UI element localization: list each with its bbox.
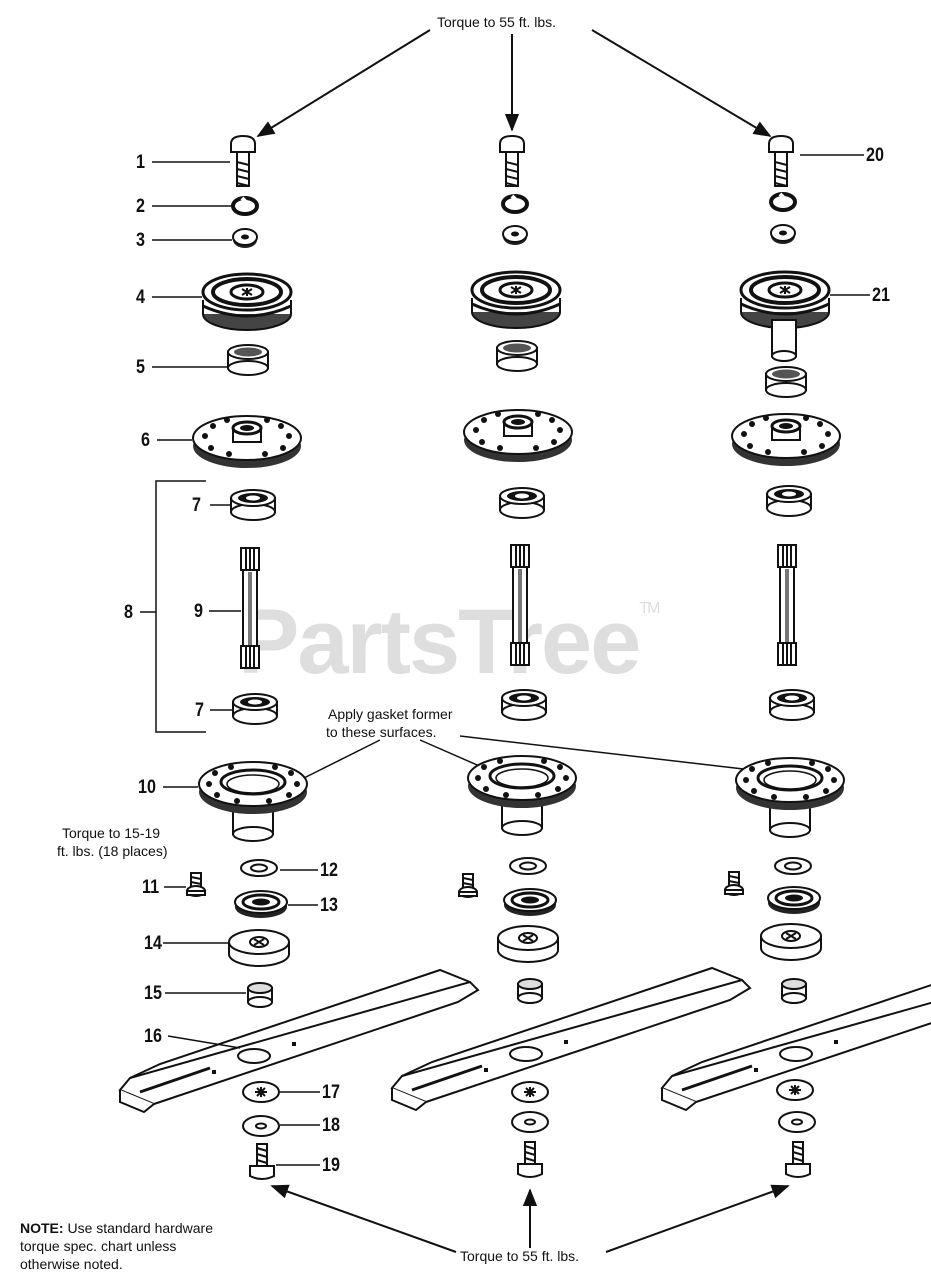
part-number-19: 19 [322,1155,340,1176]
column-right [660,135,931,1178]
gasket-label-line2: to these surfaces. [326,724,437,740]
gasket-label-line1: Apply gasket former [328,706,453,722]
part-number-12: 12 [320,860,338,881]
part-number-1: 1 [136,152,145,173]
watermark: PartsTreeTM [238,591,661,693]
column-center [390,135,752,1178]
part-number-14: 14 [144,933,162,954]
part-number-4: 4 [136,287,145,308]
part-leaders [140,154,870,1166]
part-number-15: 15 [144,983,162,1004]
part-number-5: 5 [136,357,145,378]
note-line2: torque spec. chart unless [20,1238,177,1254]
part-number-9: 9 [194,601,203,622]
part-number-18: 18 [322,1115,340,1136]
torque-small-line2: ft. lbs. (18 places) [57,843,168,859]
part-number-8: 8 [124,602,133,623]
torque-small-line1: Torque to 15-19 [62,825,161,841]
part-number-10: 10 [138,777,156,798]
note-label: NOTE: [20,1220,64,1236]
gasket-leaders [299,735,753,781]
torque-top-arrows [256,29,772,137]
part-number-11: 11 [142,877,160,898]
part-number-3: 3 [136,230,145,251]
part-number-21: 21 [872,285,890,306]
torque-top-label: Torque to 55 ft. lbs. [437,14,557,30]
part-number-2: 2 [136,196,145,217]
part-number-6: 6 [141,430,150,451]
note-text-1: Use standard hardware [67,1220,213,1236]
part-number-7-lower: 7 [195,700,204,721]
part-number-7-upper: 7 [192,495,201,516]
column-left [118,135,480,1180]
part-number-17: 17 [322,1082,340,1103]
part-number-13: 13 [320,895,338,916]
part-number-20: 20 [866,145,884,166]
torque-bottom-arrows [270,1184,790,1253]
note-line3: otherwise noted. [20,1256,123,1272]
note-line1: NOTE: Use standard hardware [20,1220,213,1237]
torque-bottom-label: Torque to 55 ft. lbs. [460,1248,580,1264]
part-number-16: 16 [144,1026,162,1047]
